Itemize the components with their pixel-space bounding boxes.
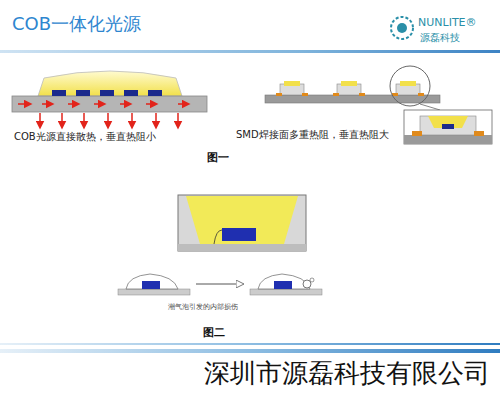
company-name: 深圳市源磊科技有限公司 xyxy=(204,360,490,389)
brand-name: NUNLITE® xyxy=(418,17,477,29)
cob-figure xyxy=(12,71,207,125)
footer-rule xyxy=(0,343,500,345)
small-note: 潮气泡引发的内部损伤 xyxy=(168,304,238,312)
figure-label: 图一 xyxy=(207,152,229,164)
package-section xyxy=(178,195,306,251)
figure-caption: COB光源直接散热，垂直热阻小 xyxy=(14,131,156,142)
figure-label: 图二 xyxy=(203,327,225,339)
brand-cn: 源磊科技 xyxy=(420,32,460,43)
footer-rule xyxy=(0,349,500,353)
slide-title: COB一体化光源 xyxy=(12,14,141,34)
logo-icon xyxy=(391,17,413,39)
figure-caption: SMD焊接面多重热阻，垂直热阻大 xyxy=(236,129,389,140)
header-rule xyxy=(0,50,500,53)
moisture-damage xyxy=(118,274,322,295)
